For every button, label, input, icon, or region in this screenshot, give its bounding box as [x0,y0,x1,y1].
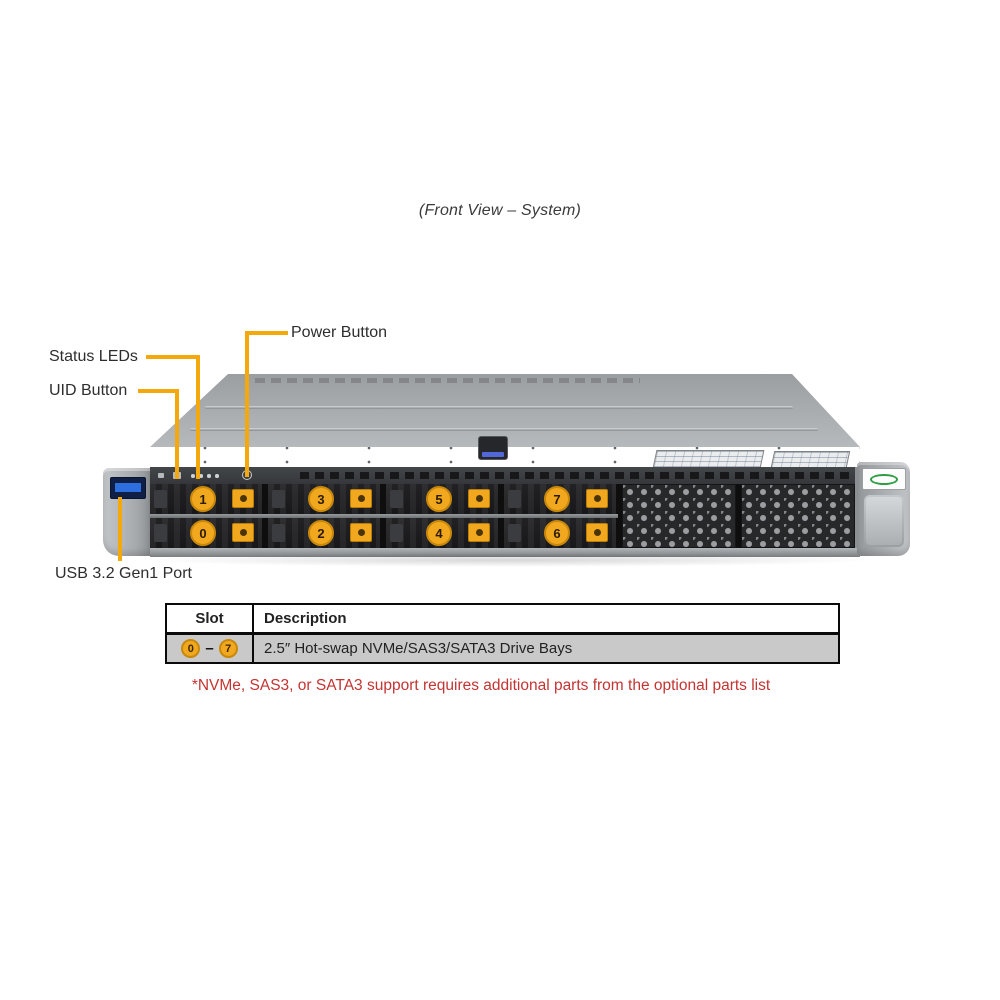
status-led-icon [191,474,195,478]
slot-range-dash: – [205,640,214,657]
mesh-blank-panel [622,484,736,548]
tray-latch-icon [350,523,372,542]
tray-release-tab [154,524,167,542]
tray-latch-icon [232,523,254,542]
bay-number-badge: 6 [544,520,570,546]
table-header-slot: Slot [167,605,254,632]
callout-line-usb-v [118,497,122,561]
status-led-icon [199,474,203,478]
tray-release-tab [272,490,285,508]
tray-latch-icon [586,489,608,508]
drive-bay-slot-5: 5 [386,484,498,514]
chassis-etched-text [255,378,640,383]
right-rack-ear [857,462,910,556]
bay-number-badge: 1 [190,486,216,512]
callout-line-power-v [245,331,249,477]
ear-handle [864,495,904,547]
callout-usb-port: USB 3.2 Gen1 Port [55,565,192,582]
top-cover-groove [205,406,793,409]
callout-line-uid-v [175,389,179,479]
status-led-icon [207,474,211,478]
left-rack-ear [103,468,150,556]
callout-line-power-h [247,331,288,335]
callout-line-status-v [196,355,200,479]
drive-bay-slot-3: 3 [268,484,380,514]
bay-number-badge: 3 [308,486,334,512]
chassis-bottom-rail [150,548,860,557]
tray-latch-icon [468,489,490,508]
drive-bay-slot-6: 6 [504,518,616,548]
slot-badge-start: 0 [181,639,201,658]
tray-release-tab [390,524,403,542]
tray-release-tab [272,524,285,542]
drive-bay-slot-4: 4 [386,518,498,548]
bay-number-badge: 7 [544,486,570,512]
callout-uid-button: UID Button [49,382,128,399]
top-cover-groove [190,428,818,431]
tray-latch-icon [468,523,490,542]
status-led-icon [215,474,219,478]
chassis-top-cover [150,374,860,447]
table-header-description: Description [264,610,347,627]
slot-badge-end: 7 [218,639,238,658]
chassis-shadow [140,553,880,567]
tray-latch-icon [350,489,372,508]
table-header-row: Slot Description [167,605,838,635]
supermicro-logo [862,468,906,490]
bay-number-badge: 5 [426,486,452,512]
drive-bay-slot-0: 0 [150,518,262,548]
callout-power-button: Power Button [291,324,388,341]
tray-release-tab [390,490,403,508]
table-slot-cell: 0 – 7 [167,635,254,662]
table-row-description: 2.5″ Hot-swap NVMe/SAS3/SATA3 Drive Bays [264,640,573,657]
bay-row-separator [150,514,618,518]
callout-line-status-h [146,355,199,359]
usb-port-icon [110,477,146,499]
tray-latch-icon [586,523,608,542]
tray-release-tab [508,524,521,542]
bay-number-badge: 0 [190,520,216,546]
callout-status-leds: Status LEDs [49,348,138,365]
tray-latch-icon [232,489,254,508]
drive-activity-led-icon [158,473,164,478]
drive-bay-slot-1: 1 [150,484,262,514]
mesh-blank-panel [741,484,855,548]
table-row: 0 – 7 2.5″ Hot-swap NVMe/SAS3/SATA3 Driv… [167,635,838,662]
spec-table: Slot Description 0 – 7 2.5″ Hot-swap NVM… [165,603,840,664]
tray-release-tab [508,490,521,508]
tray-release-tab [154,490,167,508]
callout-line-uid-h [138,389,178,393]
drive-bay-slot-2: 2 [268,518,380,548]
footnote: *NVMe, SAS3, or SATA3 support requires a… [191,677,771,694]
bay-number-badge: 2 [308,520,334,546]
bay-number-badge: 4 [426,520,452,546]
drive-bay-slot-7: 7 [504,484,616,514]
control-panel-strip [150,467,860,485]
vent-holes [300,472,854,479]
figure-title: (Front View – System) [418,202,582,219]
